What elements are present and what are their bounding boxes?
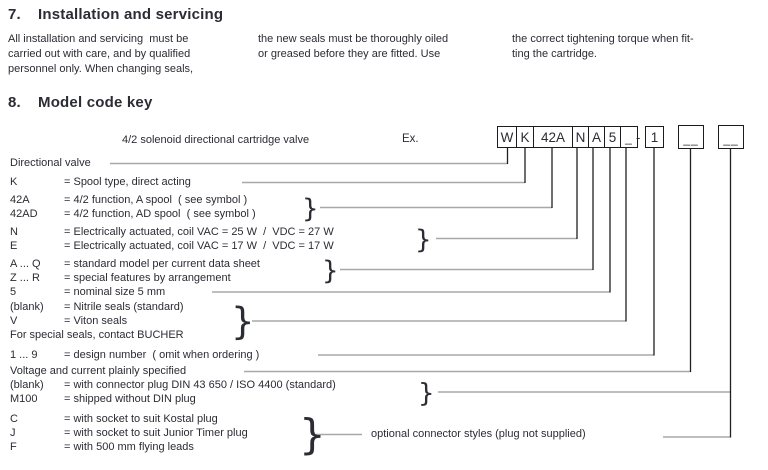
key-label: E <box>10 240 18 252</box>
key-row-e: E = Electrically actuated, coil VAC = 17 … <box>0 240 768 253</box>
key-label: V <box>10 315 18 327</box>
model-code-caption: 4/2 solenoid directional cartridge valve <box>122 134 310 146</box>
paragraph-line: the new seals must be thoroughly oiled <box>258 33 449 45</box>
key-row-k: K = Spool type, direct acting <box>0 176 768 189</box>
key-row-m100: M100 = shipped without DIN plug <box>0 393 768 406</box>
key-definition: = Spool type, direct acting <box>64 176 191 188</box>
code-box-design-1: 1 <box>645 126 664 148</box>
key-label: Directional valve <box>10 157 91 169</box>
paragraph-line: carried out with care, and by qualified <box>8 48 191 60</box>
paragraph-line: ting the cartridge. <box>512 48 597 60</box>
key-row-c: C = with socket to suit Kostal plug <box>0 413 768 426</box>
key-row-42a: 42A = 4/2 function, A spool ( see symbol … <box>0 194 768 207</box>
code-box-k: K <box>516 126 534 148</box>
key-row-a-q: A ... Q = standard model per current data… <box>0 258 768 271</box>
key-definition: = with connector plug DIN 43 650 / ISO 4… <box>64 379 336 391</box>
key-row-din-blank: (blank) = with connector plug DIN 43 650 … <box>0 379 768 392</box>
key-row-design-number: 1 ... 9 = design number ( omit when order… <box>0 349 768 362</box>
code-box-n: N <box>572 126 589 148</box>
code-box-a: A <box>588 126 605 148</box>
key-label: 1 ... 9 <box>10 349 38 361</box>
key-label: N <box>10 226 18 238</box>
paragraph-line: personnel only. When changing seals, <box>8 63 194 75</box>
key-row-j: J = with socket to suit Junior Timer plug <box>0 427 768 440</box>
key-label: Voltage and current plainly specified <box>10 365 187 377</box>
key-label: J <box>10 427 16 439</box>
code-box-5: 5 <box>604 126 621 148</box>
section8-number: 8. <box>8 94 21 111</box>
key-label: K <box>10 176 18 188</box>
code-box-seal-blank: _ <box>620 126 638 148</box>
key-row-f: F = with 500 mm flying leads <box>0 441 768 454</box>
key-label: F <box>10 441 17 453</box>
key-definition: = shipped without DIN plug <box>64 393 196 405</box>
key-definition: = Viton seals <box>64 315 128 327</box>
key-definition: = Electrically actuated, coil VAC = 17 W… <box>64 240 334 252</box>
key-row-directional-valve: Directional valve <box>0 157 768 170</box>
code-box-42a: 42A <box>533 126 573 148</box>
key-definition: = special features by arrangement <box>64 272 231 284</box>
key-label: Z ... R <box>10 272 40 284</box>
key-definition: = nominal size 5 mm <box>64 286 166 298</box>
key-definition: = with socket to suit Kostal plug <box>64 413 218 425</box>
key-row-n: N = Electrically actuated, coil VAC = 25 … <box>0 226 768 239</box>
code-box-w: W <box>497 126 517 148</box>
section7-number: 7. <box>8 6 21 23</box>
key-definition: = with socket to suit Junior Timer plug <box>64 427 248 439</box>
key-row-voltage: Voltage and current plainly specified <box>0 365 768 378</box>
key-definition: = 4/2 function, A spool ( see symbol ) <box>64 194 248 206</box>
key-row-42ad: 42AD = 4/2 function, AD spool ( see symbo… <box>0 208 768 221</box>
example-label: Ex. <box>402 133 419 145</box>
key-label: For special seals, contact BUCHER <box>10 329 184 341</box>
key-definition: = standard model per current data sheet <box>64 258 260 270</box>
code-box-voltage-blank: __ <box>678 125 704 149</box>
key-label: (blank) <box>10 379 44 391</box>
key-row-v: V = Viton seals <box>0 315 768 328</box>
key-label: 5 <box>10 286 17 298</box>
key-definition: = with 500 mm flying leads <box>64 441 194 453</box>
key-definition: = design number ( omit when ordering ) <box>64 349 260 361</box>
key-label: A ... Q <box>10 258 41 270</box>
key-row-special-seals: For special seals, contact BUCHER <box>0 329 768 342</box>
key-label: C <box>10 413 18 425</box>
paragraph-column-2: the new seals must be thoroughly oiled o… <box>258 32 506 62</box>
optional-connector-annotation: optional connector styles (plug not supp… <box>371 428 586 440</box>
section8-title: Model code key <box>38 94 153 111</box>
key-label: 42AD <box>10 208 38 220</box>
key-row-5: 5 = nominal size 5 mm <box>0 286 768 299</box>
key-label: (blank) <box>10 301 44 313</box>
key-row-seal-blank: (blank) = Nitrile seals (standard) <box>0 301 768 314</box>
section7-title: Installation and servicing <box>38 6 224 23</box>
paragraph-line: or greased before they are fitted. Use <box>258 48 441 60</box>
key-definition: = 4/2 function, AD spool ( see symbol ) <box>64 208 256 220</box>
paragraph-column-3: the correct tightening torque when fit- … <box>512 32 764 62</box>
key-row-z-r: Z ... R = special features by arrangement <box>0 272 768 285</box>
paragraph-line: All installation and servicing must be <box>8 33 189 45</box>
paragraph-column-1: All installation and servicing must be c… <box>8 32 252 77</box>
key-label: 42A <box>10 194 30 206</box>
code-separator-dash: - <box>636 129 641 145</box>
key-label: M100 <box>10 393 38 405</box>
code-box-connector-blank: __ <box>718 125 744 149</box>
key-definition: = Nitrile seals (standard) <box>64 301 184 313</box>
key-definition: = Electrically actuated, coil VAC = 25 W… <box>64 226 334 238</box>
paragraph-line: the correct tightening torque when fit- <box>512 33 694 45</box>
